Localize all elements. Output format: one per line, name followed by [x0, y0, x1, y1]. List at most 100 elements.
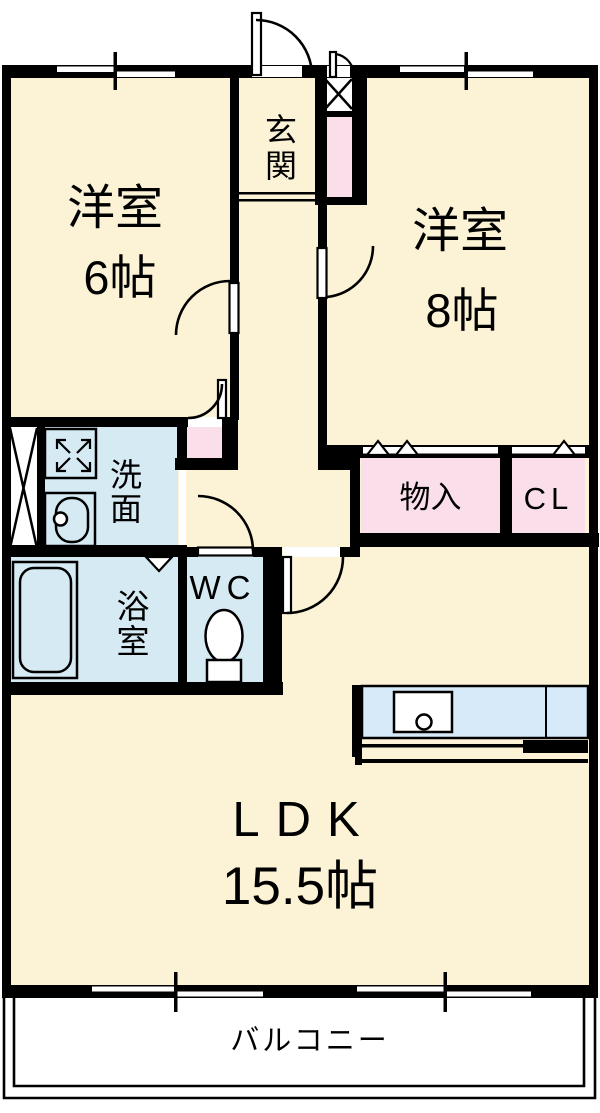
window-top-left-b	[117, 71, 175, 77]
western8-door-leaf	[316, 246, 328, 300]
window-top-right-tick	[464, 52, 468, 90]
entrance-step-line-1	[236, 192, 318, 195]
room-label-closet: CL	[523, 481, 574, 516]
wall-kitchen-stub	[352, 685, 362, 757]
western6-door-arc	[174, 279, 231, 336]
folding-door-markers	[143, 439, 578, 573]
meter-box-door-arc	[335, 52, 356, 77]
closet-fill	[512, 458, 585, 533]
pipe-space-x	[8, 427, 39, 549]
kitchen-tap	[415, 713, 433, 731]
window-top-right-a	[400, 66, 464, 72]
closet-door-strip	[512, 447, 585, 454]
x-marks	[8, 78, 353, 549]
toilet-door-arc	[197, 494, 255, 552]
meter-box-door-leaf	[328, 50, 338, 79]
wall-closets-bottom	[350, 533, 599, 547]
kitchen-counter-front-line	[355, 759, 588, 763]
balcony-inner-line	[12, 998, 586, 1088]
balcony-outer-line	[2, 998, 597, 1100]
washer-pan-arrows	[55, 438, 92, 473]
wall-toilet-right	[263, 547, 282, 695]
bathtub-inner	[18, 566, 73, 674]
wall-corridor-left-upper	[230, 77, 239, 284]
storage-fill	[361, 458, 500, 533]
closet-door-marker	[550, 439, 578, 457]
entrance-closet-fill	[327, 115, 352, 197]
window-bottom-right-tick	[443, 972, 447, 1012]
window-bottom-left-tick	[174, 972, 178, 1012]
bathroom-fill	[10, 557, 178, 682]
wall-pipe-space-right	[37, 427, 45, 550]
wall-small-closet-bottom	[175, 458, 237, 470]
window-top-left-tick	[113, 52, 117, 90]
room-label-storage: 物入	[399, 480, 462, 515]
wall-western8-upper-left	[352, 77, 367, 205]
room-label-washroom: 洗面	[106, 458, 142, 526]
wall-corridor-left-lower	[230, 333, 239, 420]
wall-bath-toilet-divider	[178, 557, 187, 682]
wall-western8-left	[318, 205, 327, 458]
entrance-door-opening	[252, 66, 302, 77]
wall-small-closet-right	[222, 417, 238, 470]
window-bottom-left-b	[175, 991, 263, 997]
washbasin-counter	[43, 491, 97, 548]
storage-door-marker-1	[364, 439, 392, 457]
ldk-door-arc	[286, 556, 345, 615]
wall-western6-bottom	[2, 417, 188, 427]
storage-door-marker-2	[393, 439, 421, 457]
bath-door-marker	[143, 555, 175, 573]
wall-toilet-top-right	[253, 547, 263, 557]
wall-entrance-right	[315, 77, 327, 205]
room-label-toilet: WC	[189, 569, 257, 606]
wall-corridor-right-lower	[350, 458, 360, 557]
wall-meter-box-bottom	[325, 111, 352, 117]
room-label-western8: 洋室	[411, 205, 508, 258]
washroom-fill	[45, 427, 178, 547]
wall-outer-left	[2, 65, 11, 998]
washbasin-tap	[52, 511, 69, 527]
toilet-door-leaf	[196, 546, 255, 557]
room-size-western8: 8帖	[425, 284, 499, 337]
small-closet-fill	[186, 427, 228, 458]
doors	[174, 11, 375, 615]
small-closet-opening	[188, 417, 222, 427]
room-label-balcony: バルコニー	[230, 1025, 390, 1057]
washer-pan	[43, 427, 98, 480]
toilet-tank	[205, 658, 243, 684]
entrance-step-line-2	[236, 199, 318, 202]
window-top-left-a	[57, 66, 115, 72]
toilet-bowl	[204, 608, 244, 664]
entrance-door-arc	[255, 18, 314, 77]
room-label-ldk: LDK	[232, 793, 376, 847]
fixtures	[11, 427, 590, 765]
entrance-door-leaf	[250, 11, 263, 77]
window-top-right-b	[468, 71, 533, 77]
western6-door-leaf	[228, 281, 240, 335]
room-size-western6: 6帖	[83, 251, 157, 304]
wall-small-closet-left	[177, 427, 187, 470]
western8-door-arc	[326, 245, 375, 299]
meter-box-opening	[327, 66, 350, 77]
wall-entrance-closet-bottom	[315, 197, 367, 205]
meter-box-x	[324, 78, 353, 110]
wall-outer-right	[589, 65, 598, 998]
ldk-door-opening	[283, 547, 340, 557]
bathtub-outer	[11, 560, 79, 680]
wall-washroom-bottom	[2, 545, 187, 557]
storage-door-strip	[363, 447, 498, 454]
room-fills	[9, 75, 589, 987]
washroom-door-opening	[179, 470, 186, 545]
wall-bath-bottom	[2, 682, 283, 695]
wall-storage-closet-divider	[500, 458, 512, 533]
windows	[57, 52, 533, 1012]
kitchen-counter-end-bar	[523, 740, 588, 753]
room-size-ldk: 15.5帖	[221, 857, 379, 916]
balcony-borders	[2, 998, 597, 1100]
small-closet-door-arc	[187, 383, 224, 420]
kitchen-counter-edge-line	[362, 744, 523, 748]
room-label-western6: 洋室	[66, 182, 163, 235]
window-bottom-right-b	[445, 991, 531, 997]
